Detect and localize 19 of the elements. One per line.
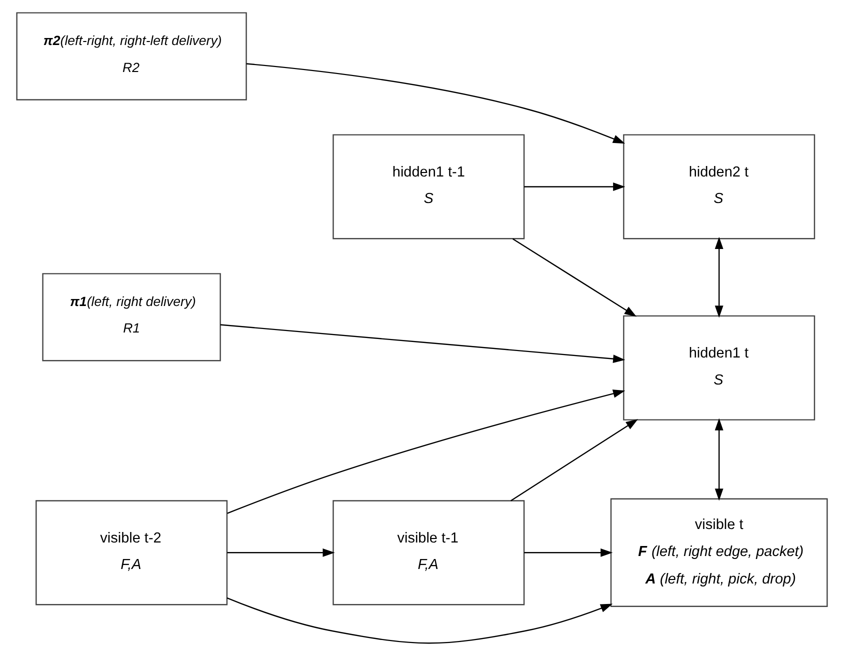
- node-box: π2(left-right, right-left delivery) R2: [16, 12, 247, 100]
- node-box: π1(left, right delivery) R1: [42, 273, 221, 362]
- node-box: visible t-1 F,A: [332, 500, 525, 606]
- arrow: [227, 548, 335, 557]
- arrow: [524, 548, 613, 557]
- node-box: hidden1 t S: [623, 315, 816, 420]
- arrow: [714, 236, 724, 318]
- arrow: [510, 419, 638, 502]
- arrow: [524, 182, 626, 191]
- node-box: hidden1 t-1 S: [332, 134, 525, 240]
- node-box: hidden2 t S: [623, 134, 816, 240]
- arrow: [512, 238, 637, 317]
- arrow: [220, 324, 626, 364]
- arrow: [227, 390, 626, 514]
- arrow: [246, 63, 626, 144]
- arrow: [714, 418, 724, 501]
- arrow: [226, 597, 613, 644]
- node-box: visible t F (left, right edge, packet) A (left, right, pick, drop): [610, 498, 828, 607]
- node-box: visible t-2 F,A: [36, 500, 228, 606]
